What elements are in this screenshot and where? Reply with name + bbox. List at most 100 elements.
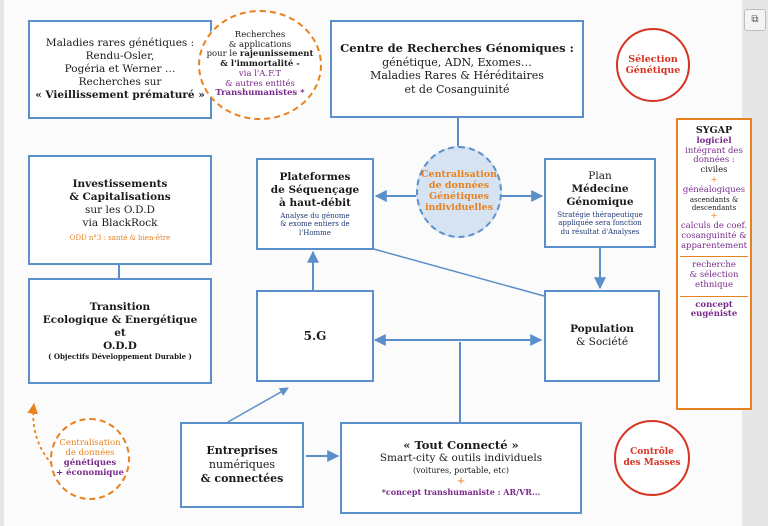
sygap-divider-1 bbox=[680, 256, 748, 258]
enterprises-line-2: numériques bbox=[208, 458, 276, 472]
sequencing-sub-1: Analyse du génome bbox=[280, 212, 350, 221]
population-line-2: & Société bbox=[575, 336, 629, 348]
research-center-title: Centre de Recherches Génomiques : bbox=[340, 41, 574, 56]
rare-diseases-line-2: Rendu-Osler, bbox=[85, 49, 155, 62]
rejuvenation-line-7: Transhumanistes * bbox=[215, 88, 305, 99]
connected-line-3: (voitures, portable, etc) bbox=[413, 465, 509, 475]
mass-control-oval: Contrôle des Masses bbox=[614, 420, 690, 496]
medicine-sub-3: du résultat d'Analyses bbox=[560, 227, 640, 236]
sygap-research-3: ethnique bbox=[694, 279, 734, 290]
sygap-plus-2: + bbox=[710, 211, 718, 222]
sygap-research-2: & sélection bbox=[689, 270, 739, 281]
connected-line-1: « Tout Connecté » bbox=[403, 438, 519, 453]
medicine-box: Plan Médecine Génomique Stratégie thérap… bbox=[544, 158, 656, 248]
sygap-line-2: intégrant des bbox=[685, 145, 743, 156]
sequencing-line-2: de Séquençage bbox=[270, 183, 360, 196]
sequencing-sub-3: l'Homme bbox=[299, 228, 331, 237]
rejuvenation-line-2: & applications bbox=[228, 39, 292, 50]
medicine-sub-1: Stratégie thérapeutique bbox=[557, 211, 643, 220]
rejuvenation-line-6: & autres entités bbox=[225, 78, 295, 89]
research-center-line-2: Maladies Rares & Héréditaires bbox=[370, 69, 544, 83]
sygap-line-9: cosanguinité & bbox=[681, 230, 747, 241]
sygap-line-5: généalogiques bbox=[682, 184, 746, 195]
investments-line-1: Investissements bbox=[72, 177, 168, 190]
medicine-line-2: Médecine bbox=[571, 182, 629, 195]
centralization-secondary-line-2: de données bbox=[65, 448, 115, 459]
genetic-selection-oval: Sélection Génétique bbox=[616, 28, 690, 102]
rare-diseases-line-4: Recherches sur bbox=[78, 76, 162, 89]
centralization-line-4: individuelles bbox=[424, 201, 494, 213]
transition-line-1: Transition bbox=[89, 300, 151, 313]
rejuvenation-line-3-pre: pour le bbox=[206, 49, 238, 60]
sygap-line-6: ascendants & bbox=[689, 195, 739, 204]
centralization-oval: Centralisation de données Génétiques ind… bbox=[416, 146, 502, 238]
copy-icon[interactable]: ⧉ bbox=[744, 9, 766, 31]
sygap-concept-1: concept bbox=[695, 299, 733, 310]
centralization-secondary-line-1: Centralisation bbox=[59, 438, 121, 449]
centralization-line-2: de données bbox=[428, 180, 490, 192]
rejuvenation-oval: Recherches & applications pour le rajeun… bbox=[198, 10, 322, 120]
rare-diseases-line-3: Pogéria et Werner … bbox=[64, 62, 176, 75]
centralization-secondary-line-3: génétiques bbox=[63, 458, 117, 468]
population-line-1: Population bbox=[570, 322, 634, 335]
transition-line-3: et bbox=[114, 326, 126, 339]
genetic-selection-line-2: Génétique bbox=[625, 65, 681, 76]
sygap-box: SYGAP logiciel intégrant des données : c… bbox=[676, 118, 752, 410]
investments-line-3: sur les O.D.D bbox=[85, 203, 155, 216]
rejuvenation-line-3: pour le rajeunissement bbox=[206, 49, 314, 60]
investments-line-4: via BlackRock bbox=[82, 216, 158, 229]
fiveg-box: 5.G bbox=[256, 290, 374, 382]
sequencing-line-3: à haut-débit bbox=[279, 196, 351, 209]
medicine-line-1: Plan bbox=[588, 169, 612, 182]
rejuvenation-line-1: Recherches bbox=[234, 29, 286, 40]
rejuvenation-line-3-bold: rajeunissement bbox=[239, 49, 314, 60]
connected-line-4: *concept transhumaniste : AR/VR... bbox=[381, 487, 541, 498]
centralization-secondary-oval: Centralisation de données génétiques + é… bbox=[50, 418, 130, 500]
sygap-plus-1: + bbox=[710, 174, 718, 185]
transition-line-4: O.D.D bbox=[103, 339, 137, 352]
rare-diseases-emphasis: « Vieillissement prématuré » bbox=[35, 89, 205, 102]
centralization-line-3: Génétiques bbox=[428, 191, 490, 202]
sequencing-line-1: Plateformes bbox=[279, 170, 351, 183]
connected-box: « Tout Connecté » Smart-city & outils in… bbox=[340, 422, 582, 514]
sequencing-sub-2: & exome entiers de bbox=[280, 220, 350, 229]
sygap-research-1: recherche bbox=[692, 260, 736, 271]
research-center-box: Centre de Recherches Génomiques : généti… bbox=[330, 20, 584, 118]
rare-diseases-box: Maladies rares génétiques : Rendu-Osler,… bbox=[28, 20, 212, 119]
sygap-line-1: logiciel bbox=[696, 135, 732, 146]
connected-line-2: Smart-city & outils individuels bbox=[379, 452, 543, 465]
sygap-line-7: descendants bbox=[691, 203, 737, 212]
enterprises-line-3: & connectées bbox=[200, 471, 284, 485]
sygap-divider-2 bbox=[680, 295, 748, 297]
centralization-secondary-line-4: + économique bbox=[56, 467, 124, 478]
mass-control-line-1: Contrôle bbox=[630, 447, 674, 458]
sygap-line-10: apparentement bbox=[680, 240, 747, 251]
medicine-line-3: Génomique bbox=[566, 195, 634, 208]
research-center-line-3: et de Cosanguinité bbox=[404, 83, 510, 97]
research-center-line-1: génétique, ADN, Exomes… bbox=[382, 55, 532, 69]
rejuvenation-line-4: & l'immortalité - bbox=[220, 59, 300, 70]
investments-note: ODD n°3 : santé & bien-être bbox=[69, 234, 171, 243]
investments-box: Investissements & Capitalisations sur le… bbox=[28, 155, 212, 265]
sequencing-box: Plateformes de Séquençage à haut-débit A… bbox=[256, 158, 374, 250]
investments-line-2: & Capitalisations bbox=[69, 190, 171, 203]
sygap-title: SYGAP bbox=[695, 125, 733, 136]
rejuvenation-line-5: via l'A.F.T bbox=[238, 68, 282, 79]
mass-control-line-2: des Masses bbox=[623, 458, 681, 468]
centralization-line-1: Centralisation bbox=[420, 169, 498, 181]
enterprises-line-1: Entreprises bbox=[206, 444, 278, 458]
medicine-sub-2: appliquée sera fonction bbox=[558, 219, 642, 228]
sygap-concept-2: eugéniste bbox=[690, 309, 738, 320]
enterprises-box: Entreprises numériques & connectées bbox=[180, 422, 304, 508]
transition-box: Transition Ecologique & Energétique et O… bbox=[28, 278, 212, 384]
genetic-selection-line-1: Sélection bbox=[628, 53, 678, 65]
sygap-line-3: données : bbox=[693, 155, 735, 166]
population-box: Population & Société bbox=[544, 290, 660, 382]
connected-plus: + bbox=[456, 475, 466, 488]
transition-line-2: Ecologique & Energétique bbox=[42, 313, 198, 326]
fiveg-label: 5.G bbox=[303, 328, 327, 343]
sygap-line-4: civiles bbox=[700, 165, 728, 176]
transition-line-5: ( Objectifs Développement Durable ) bbox=[48, 352, 192, 362]
sygap-line-8: calculs de coef. bbox=[680, 221, 748, 232]
